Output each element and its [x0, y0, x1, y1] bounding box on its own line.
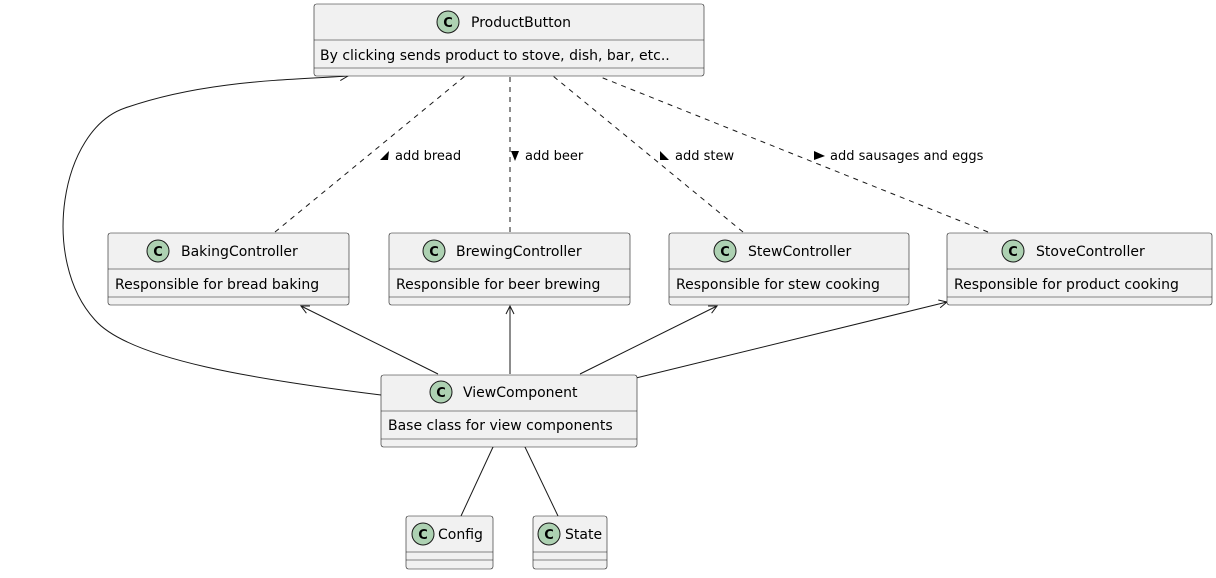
edge-label-text: add bread [395, 149, 461, 164]
label-arrow-icon [380, 151, 389, 160]
class-badge-icon [713, 239, 737, 263]
class-badge-letter: C [720, 245, 730, 260]
class-config: C Config [405, 515, 494, 570]
class-name: BakingController [181, 244, 298, 260]
edge-label-text: add sausages and eggs [830, 149, 984, 164]
class-description: Responsible for stew cooking [676, 277, 880, 293]
edge-baking-to-product [274, 75, 466, 233]
class-badge-letter: C [153, 245, 163, 260]
class-badge-icon [146, 239, 170, 263]
class-badge-letter: C [1008, 245, 1018, 260]
edge-stew-to-product [552, 75, 744, 233]
label-add-sausages: add sausages and eggs [814, 149, 984, 164]
class-name: BrewingController [456, 244, 582, 260]
label-arrow-icon [511, 151, 519, 161]
class-description: Responsible for bread baking [115, 277, 319, 293]
class-view-component: C ViewComponent Base class for view comp… [380, 374, 638, 448]
edge-label-text: add stew [675, 149, 734, 164]
label-add-bread: add bread [380, 149, 461, 164]
class-badge-letter: C [436, 386, 446, 401]
label-add-beer: add beer [511, 149, 584, 164]
edge-view-to-stew [579, 306, 717, 375]
class-badge-letter: C [429, 245, 439, 260]
class-name: StoveController [1036, 244, 1145, 260]
class-badge-letter: C [443, 16, 453, 31]
class-name: ViewComponent [463, 385, 578, 401]
class-name: StewController [748, 244, 852, 260]
class-badge-icon [436, 10, 460, 34]
class-stew-controller: C StewController Responsible for stew co… [668, 232, 910, 306]
class-name: ProductButton [471, 15, 571, 31]
class-description: Responsible for beer brewing [396, 277, 600, 293]
class-name: Config [438, 527, 483, 543]
class-badge-icon [411, 522, 435, 546]
edge-view-to-product [62, 76, 382, 396]
edge-config-composition [460, 447, 493, 517]
edge-view-to-stove [635, 302, 947, 379]
class-description: By clicking sends product to stove, dish… [320, 48, 670, 64]
class-stove-controller: C StoveController Responsible for produc… [946, 232, 1213, 306]
class-badge-icon [422, 239, 446, 263]
edge-state-composition [525, 447, 559, 517]
label-add-stew: add stew [660, 149, 734, 164]
class-badge-icon [537, 522, 561, 546]
edge-stove-to-product [597, 75, 989, 233]
edge-label-text: add beer [525, 149, 584, 164]
label-arrow-icon [814, 151, 825, 160]
class-state: C State [532, 515, 608, 570]
class-baking-controller: C BakingController Responsible for bread… [107, 232, 350, 306]
class-description: Base class for view components [388, 418, 613, 434]
class-description: Responsible for product cooking [954, 277, 1179, 293]
class-badge-letter: C [544, 528, 554, 543]
class-name: State [565, 527, 602, 543]
class-badge-icon [1001, 239, 1025, 263]
label-arrow-icon [660, 151, 669, 160]
class-badge-letter: C [418, 528, 428, 543]
class-product-button: C ProductButton By clicking sends produc… [313, 3, 705, 77]
class-brewing-controller: C BrewingController Responsible for beer… [388, 232, 631, 306]
class-badge-icon [429, 380, 453, 404]
edge-view-to-baking [301, 306, 439, 375]
